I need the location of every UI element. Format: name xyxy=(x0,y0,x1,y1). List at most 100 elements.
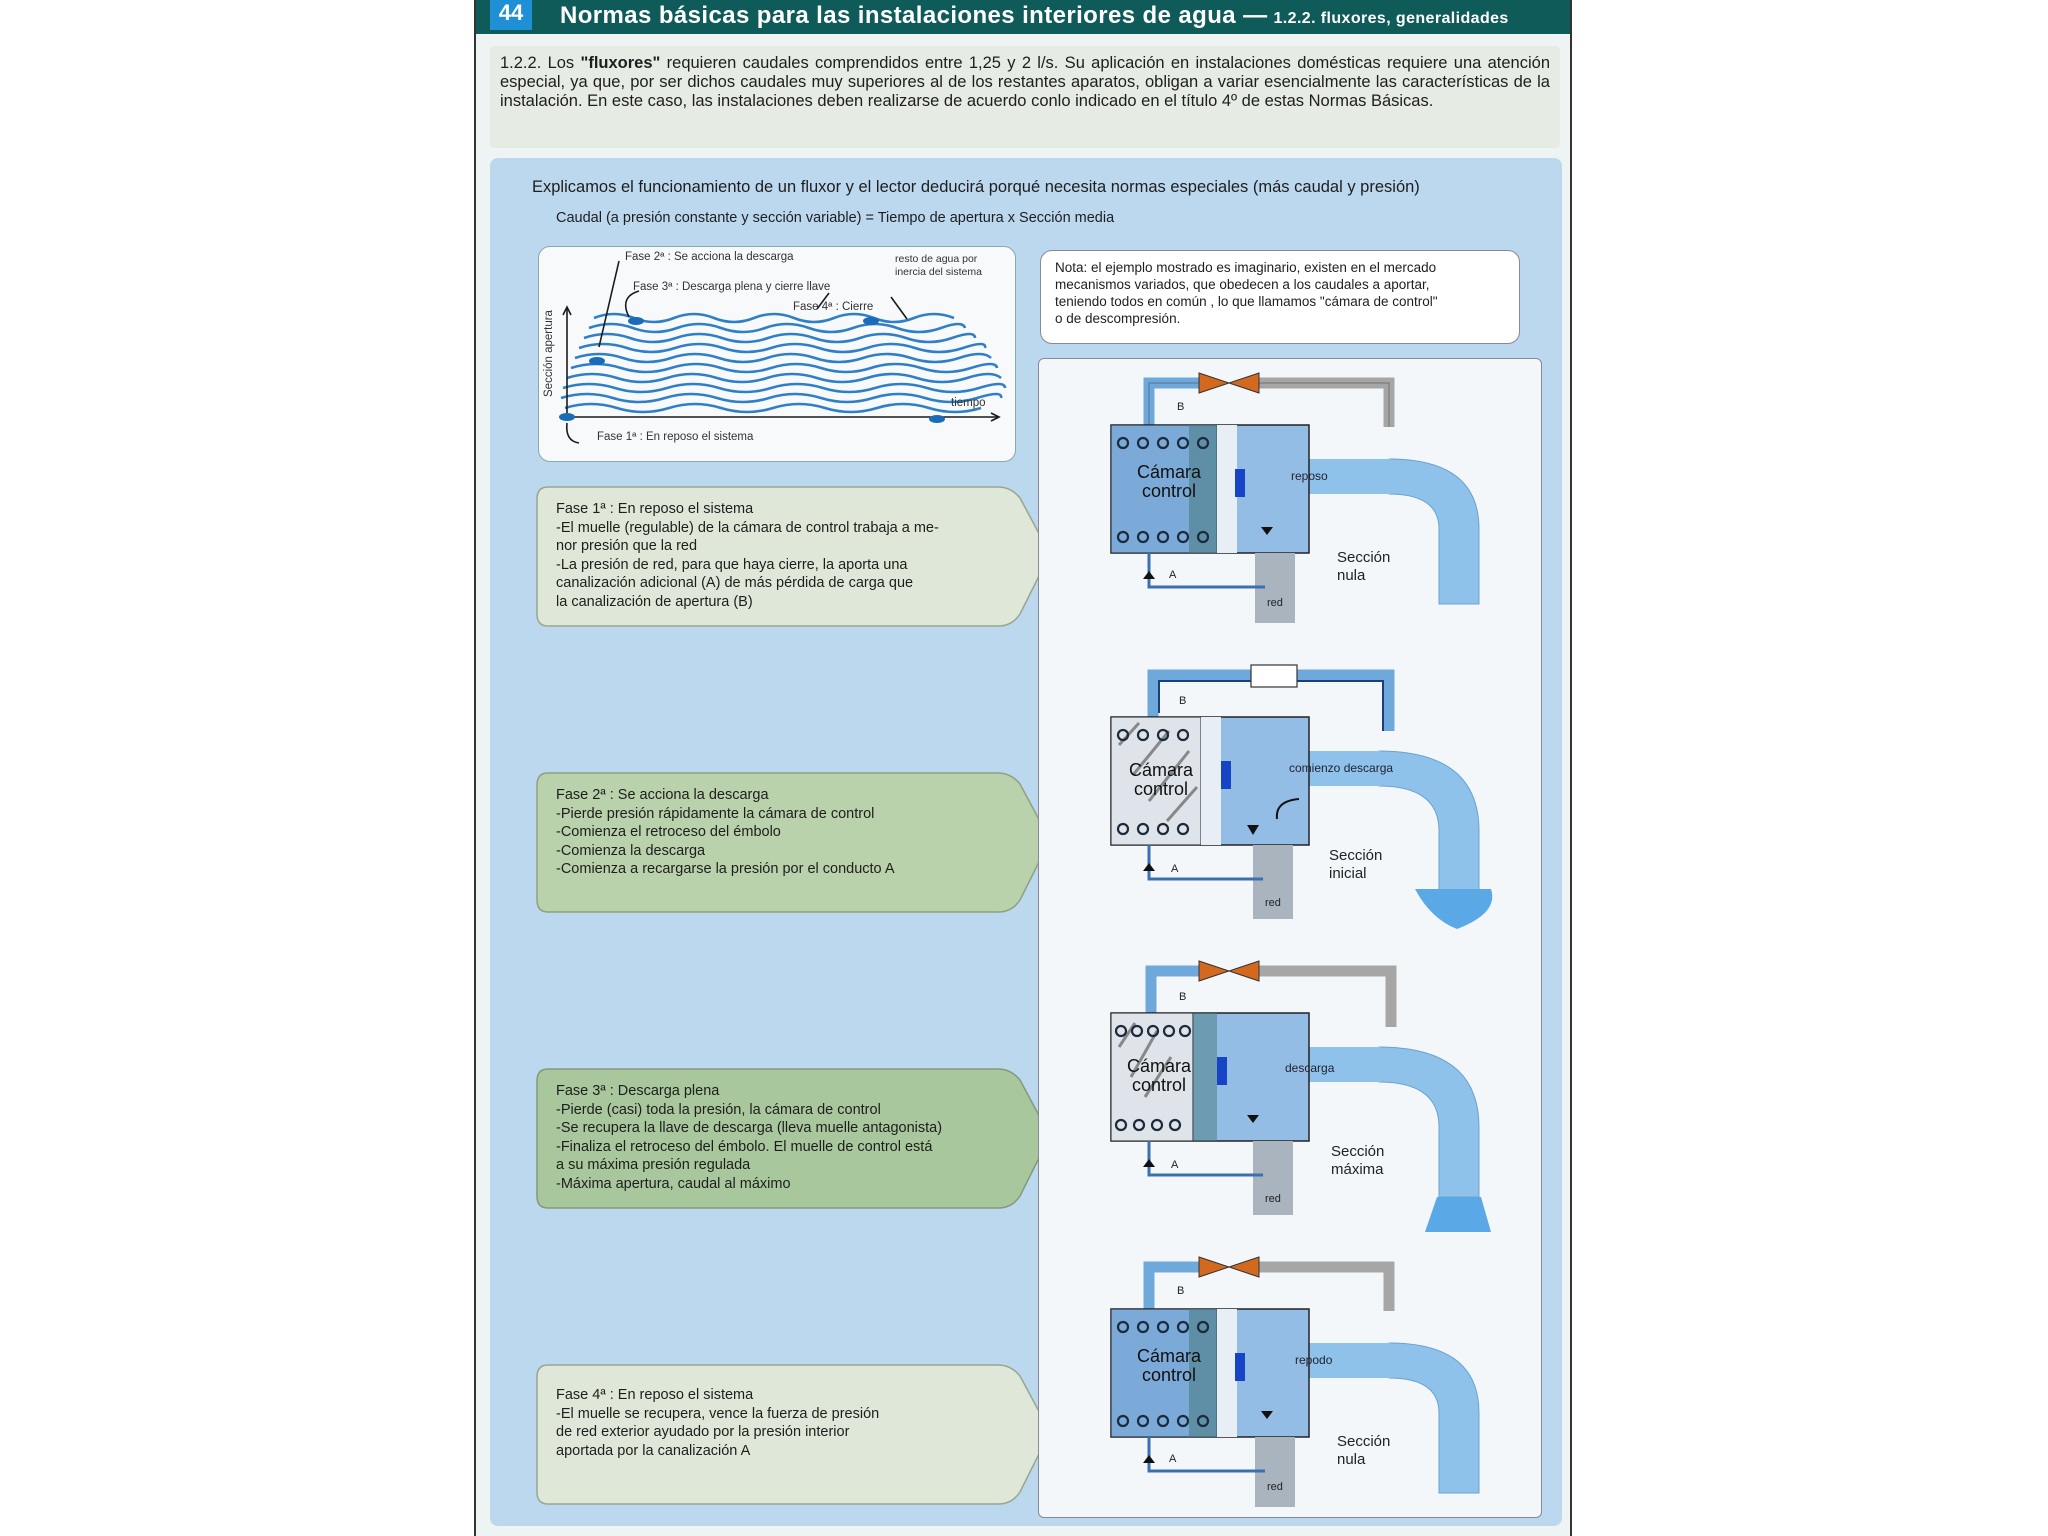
intro-bold-term: "fluxores" xyxy=(580,54,661,72)
page-title: Normas básicas para las instalaciones in… xyxy=(560,2,1509,30)
intro-text: requieren caudales comprendidos entre 1,… xyxy=(500,54,1550,110)
phase-box-1: Fase 1ª : En reposo el sistema -El muell… xyxy=(536,486,1051,628)
camara-label: Cámara control xyxy=(1111,761,1211,799)
phase-box-3: Fase 3ª : Descarga plena -Pierde (casi) … xyxy=(536,1068,1051,1210)
page-header: 44 Normas básicas para las instalaciones… xyxy=(476,0,1570,34)
graph-y-label: Sección apertura xyxy=(543,310,555,397)
fluxor-diagram-drawing xyxy=(1110,664,1493,929)
conduit-a-label: A xyxy=(1171,863,1179,875)
graph-fase1-label: Fase 1ª : En reposo el sistema xyxy=(597,431,754,443)
conduit-b-label: B xyxy=(1179,695,1187,707)
phase-text: Fase 3ª : Descarga plena -Pierde (casi) … xyxy=(556,1082,976,1193)
conduit-a-label: A xyxy=(1169,1453,1177,1465)
intro-prefix: 1.2.2. Los xyxy=(500,54,581,72)
conduit-b-label: B xyxy=(1177,401,1185,413)
phase-line: -Pierde (casi) toda la presión, la cámar… xyxy=(556,1101,881,1118)
fluxor-diagrams: Cámara control reposo Sección nula red A… xyxy=(1038,358,1542,1518)
flow-label: repodo xyxy=(1295,1353,1333,1367)
graph-fase2-label: Fase 2ª : Se acciona la descarga xyxy=(625,251,794,263)
phase-line: a su máxima presión regulada xyxy=(556,1157,751,1173)
section-label-2: inicial xyxy=(1329,865,1367,882)
phase-text: Fase 2ª : Se acciona la descarga -Pierde… xyxy=(556,786,976,879)
note-line: o de descompresión. xyxy=(1055,311,1181,326)
phase-line: -Pierde presión rápidamente la cámara de… xyxy=(556,805,875,822)
phase-line: -La presión de red, para que haya cierre… xyxy=(556,556,908,573)
flow-label: descarga xyxy=(1285,1061,1335,1075)
document-page: 44 Normas básicas para las instalaciones… xyxy=(474,0,1572,1536)
panel-lead: Explicamos el funcionamiento de un fluxo… xyxy=(532,178,1420,196)
title-sub: 1.2.2. fluxores, generalidades xyxy=(1273,10,1509,27)
conduit-a-label: A xyxy=(1171,1159,1179,1171)
phase-line: aportada por la canalización A xyxy=(556,1442,751,1459)
phase-box-shape xyxy=(536,1068,1051,1209)
conduit-b-label: B xyxy=(1177,1285,1185,1297)
phase-line: -Se recupera la llave de descarga (lleva… xyxy=(556,1120,943,1136)
graph-fase3-label: Fase 3ª : Descarga plena y cierre llave xyxy=(633,281,831,293)
phase-line: -Máxima apertura, caudal al máximo xyxy=(556,1175,791,1192)
phase-title: Fase 1ª : En reposo el sistema xyxy=(556,501,754,517)
conduit-a-label: A xyxy=(1169,569,1177,581)
graph-x-label: tiempo xyxy=(951,397,986,409)
phase-title: Fase 3ª : Descarga plena xyxy=(556,1083,720,1099)
fluxor-diagram-drawing xyxy=(1110,960,1491,1232)
fluxor-diagram-2: Cámara control comienzo descarga Sección… xyxy=(1039,651,1541,941)
phase-line: -Comienza el retroceso del émbolo xyxy=(556,824,781,840)
camara-label-2: control xyxy=(1141,1365,1197,1385)
graph-resto-label-2: inercia del sistema xyxy=(895,266,982,278)
phase-line: -Comienza a recargarse la presión por el… xyxy=(556,861,895,877)
panel-formula: Caudal (a presión constante y sección va… xyxy=(556,210,1115,226)
section-label-2: máxima xyxy=(1331,1161,1384,1178)
camara-label-1: Cámara xyxy=(1128,760,1194,780)
fluxor-diagram-drawing xyxy=(1110,372,1480,623)
camara-label-2: control xyxy=(1141,481,1197,501)
flow-label: comienzo descarga xyxy=(1289,761,1394,775)
section-label-1: Sección xyxy=(1331,1143,1385,1160)
camara-label-1: Cámara xyxy=(1126,1056,1192,1076)
fluxor-diagram-3: Cámara control descarga Sección máxima r… xyxy=(1039,947,1541,1237)
phase-line: la canalización de apertura (B) xyxy=(556,593,753,610)
phase-line: -Comienza la descarga xyxy=(556,842,706,859)
phase-box-shape xyxy=(536,1364,1051,1505)
note-box: Nota: el ejemplo mostrado es imaginario,… xyxy=(1040,250,1520,344)
fluxor-diagram-drawing xyxy=(1110,1256,1480,1507)
title-main: Normas básicas para las instalaciones in… xyxy=(560,2,1268,29)
camara-label: Cámara control xyxy=(1119,463,1219,501)
explanation-panel: Explicamos el funcionamiento de un fluxo… xyxy=(490,158,1562,1526)
phase-line: -El muelle se recupera, vence la fuerza … xyxy=(556,1405,880,1422)
phase-box-shape xyxy=(536,486,1051,627)
red-label: red xyxy=(1267,597,1283,609)
camara-label-1: Cámara xyxy=(1136,1346,1202,1366)
graph-waves xyxy=(559,260,1007,444)
phase-title: Fase 2ª : Se acciona la descarga xyxy=(556,787,769,803)
page-number: 44 xyxy=(490,0,532,30)
section-label-1: Sección xyxy=(1329,847,1383,864)
camara-label: Cámara control xyxy=(1109,1057,1209,1095)
red-label: red xyxy=(1265,897,1281,909)
phase-title: Fase 4ª : En reposo el sistema xyxy=(556,1387,754,1403)
section-label-2: nula xyxy=(1337,1451,1366,1468)
red-label: red xyxy=(1267,1481,1283,1493)
section-label-1: Sección xyxy=(1337,549,1391,566)
phase-line: nor presión que la red xyxy=(556,538,698,554)
phase-line: -Finaliza el retroceso del émbolo. El mu… xyxy=(556,1138,933,1155)
phase-text: Fase 1ª : En reposo el sistema -El muell… xyxy=(556,500,976,611)
phase-box-4: Fase 4ª : En reposo el sistema -El muell… xyxy=(536,1364,1051,1506)
flow-label: reposo xyxy=(1291,469,1328,483)
phase-text: Fase 4ª : En reposo el sistema -El muell… xyxy=(556,1386,976,1460)
phase-line: canalización adicional (A) de más pérdid… xyxy=(556,575,914,591)
fluxor-diagram-1: Cámara control reposo Sección nula red A… xyxy=(1039,359,1541,639)
camara-label-2: control xyxy=(1131,1075,1187,1095)
red-label: red xyxy=(1265,1193,1281,1205)
camara-label-2: control xyxy=(1133,779,1189,799)
section-label-2: nula xyxy=(1337,567,1366,584)
opening-section-graph: Sección apertura tiempo Fase 2ª : Se acc… xyxy=(538,246,1016,462)
camara-label: Cámara control xyxy=(1119,1347,1219,1385)
fluxor-diagram-4: Cámara control repodo Sección nula red A… xyxy=(1039,1243,1541,1513)
note-line: Nota: el ejemplo mostrado es imaginario,… xyxy=(1055,260,1437,275)
intro-paragraph: 1.2.2. Los "fluxores" requieren caudales… xyxy=(490,46,1560,148)
conduit-b-label: B xyxy=(1179,991,1187,1003)
graph-resto-label-1: resto de agua por xyxy=(895,253,978,265)
phase-box-shape xyxy=(536,772,1051,913)
phase-line: de red exterior ayudado por la presión i… xyxy=(556,1424,850,1440)
phase-box-2: Fase 2ª : Se acciona la descarga -Pierde… xyxy=(536,772,1051,914)
